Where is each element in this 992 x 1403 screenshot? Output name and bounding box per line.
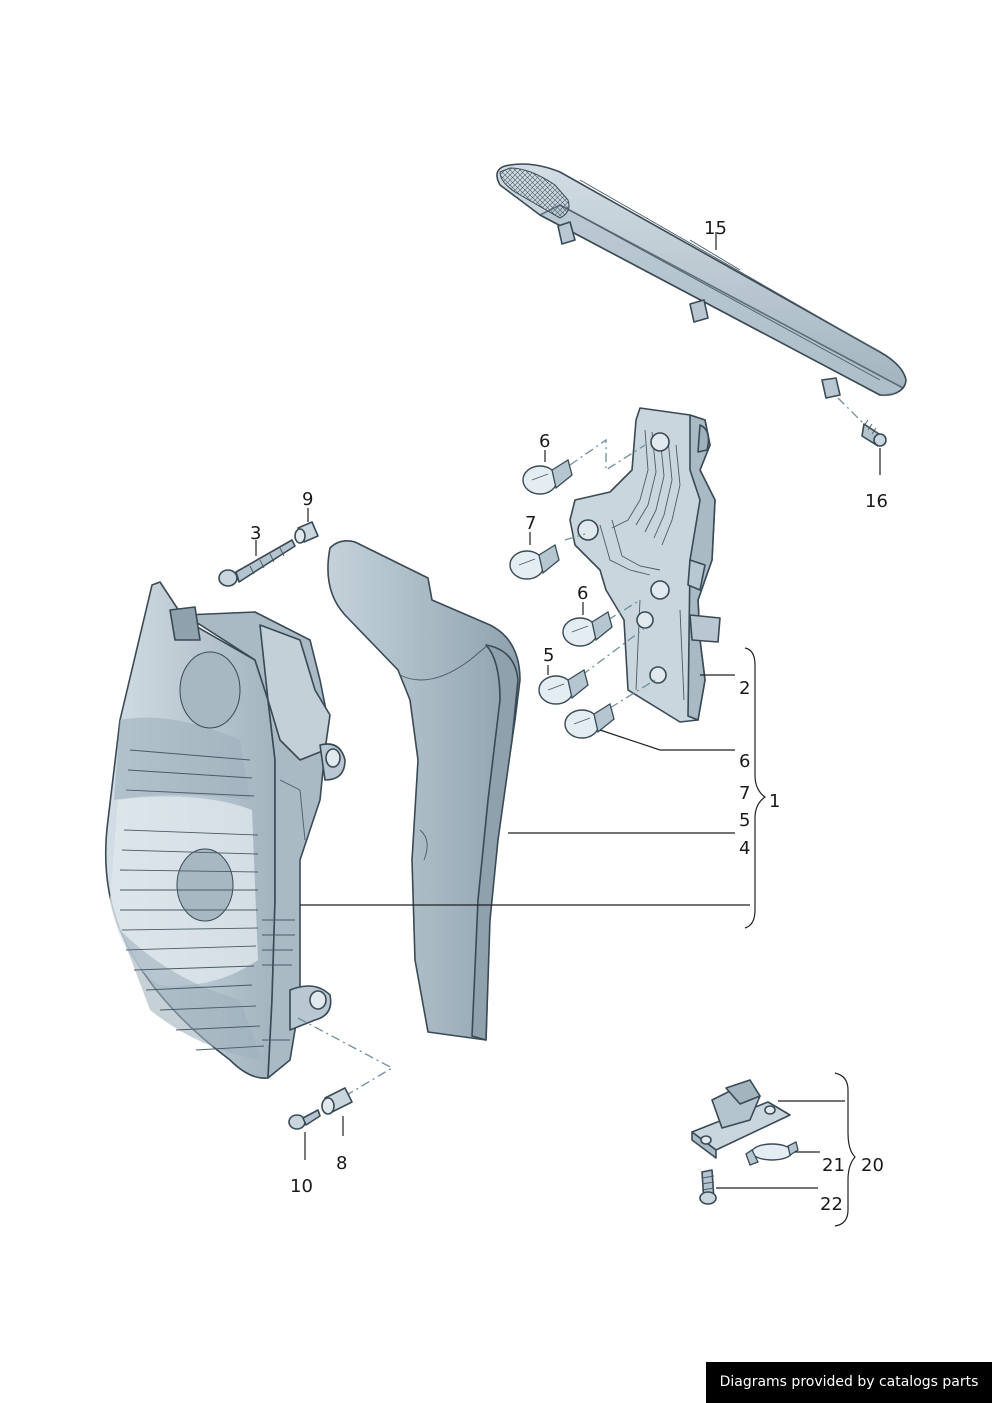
bulb-6-middle xyxy=(562,599,641,647)
nut-9 xyxy=(294,521,319,544)
callout-labels: 15 16 6 9 7 3 6 5 2 6 7 1 5 4 8 10 21 20… xyxy=(250,218,888,1215)
bulb-6-bottom xyxy=(564,679,656,739)
callout-15: 15 xyxy=(704,218,727,239)
callout-6-middle: 6 xyxy=(577,583,588,604)
callout-9: 9 xyxy=(302,489,313,510)
callout-21: 21 xyxy=(822,1155,845,1176)
screw-3 xyxy=(218,539,296,587)
callout-7-top: 7 xyxy=(525,513,536,534)
callout-5-list: 5 xyxy=(739,810,750,831)
callout-8: 8 xyxy=(336,1153,347,1174)
callout-4: 4 xyxy=(739,838,750,859)
callout-3: 3 xyxy=(250,523,261,544)
leader-lines xyxy=(255,232,881,1227)
callout-2: 2 xyxy=(739,678,750,699)
callout-1: 1 xyxy=(769,791,780,812)
bulb-7 xyxy=(509,533,586,580)
bulb-6-top xyxy=(522,438,646,495)
tail-light-seal xyxy=(327,540,521,1041)
fasteners-8-10 xyxy=(288,1017,394,1130)
callout-22: 22 xyxy=(820,1194,843,1215)
screw-16 xyxy=(837,397,887,447)
bulb-5 xyxy=(538,627,646,705)
credit-banner: Diagrams provided by catalogs parts xyxy=(706,1362,992,1403)
callout-20: 20 xyxy=(861,1155,884,1176)
callout-5-top: 5 xyxy=(543,645,554,666)
high-mount-brake-light xyxy=(496,163,907,399)
callout-6-list: 6 xyxy=(739,751,750,772)
callout-16: 16 xyxy=(865,491,888,512)
bulb-holder xyxy=(569,407,721,723)
license-plate-light xyxy=(691,1079,799,1205)
tail-light-assembly xyxy=(104,581,346,1079)
callout-7-list: 7 xyxy=(739,783,750,804)
callout-6-top: 6 xyxy=(539,431,550,452)
callout-10: 10 xyxy=(290,1176,313,1197)
